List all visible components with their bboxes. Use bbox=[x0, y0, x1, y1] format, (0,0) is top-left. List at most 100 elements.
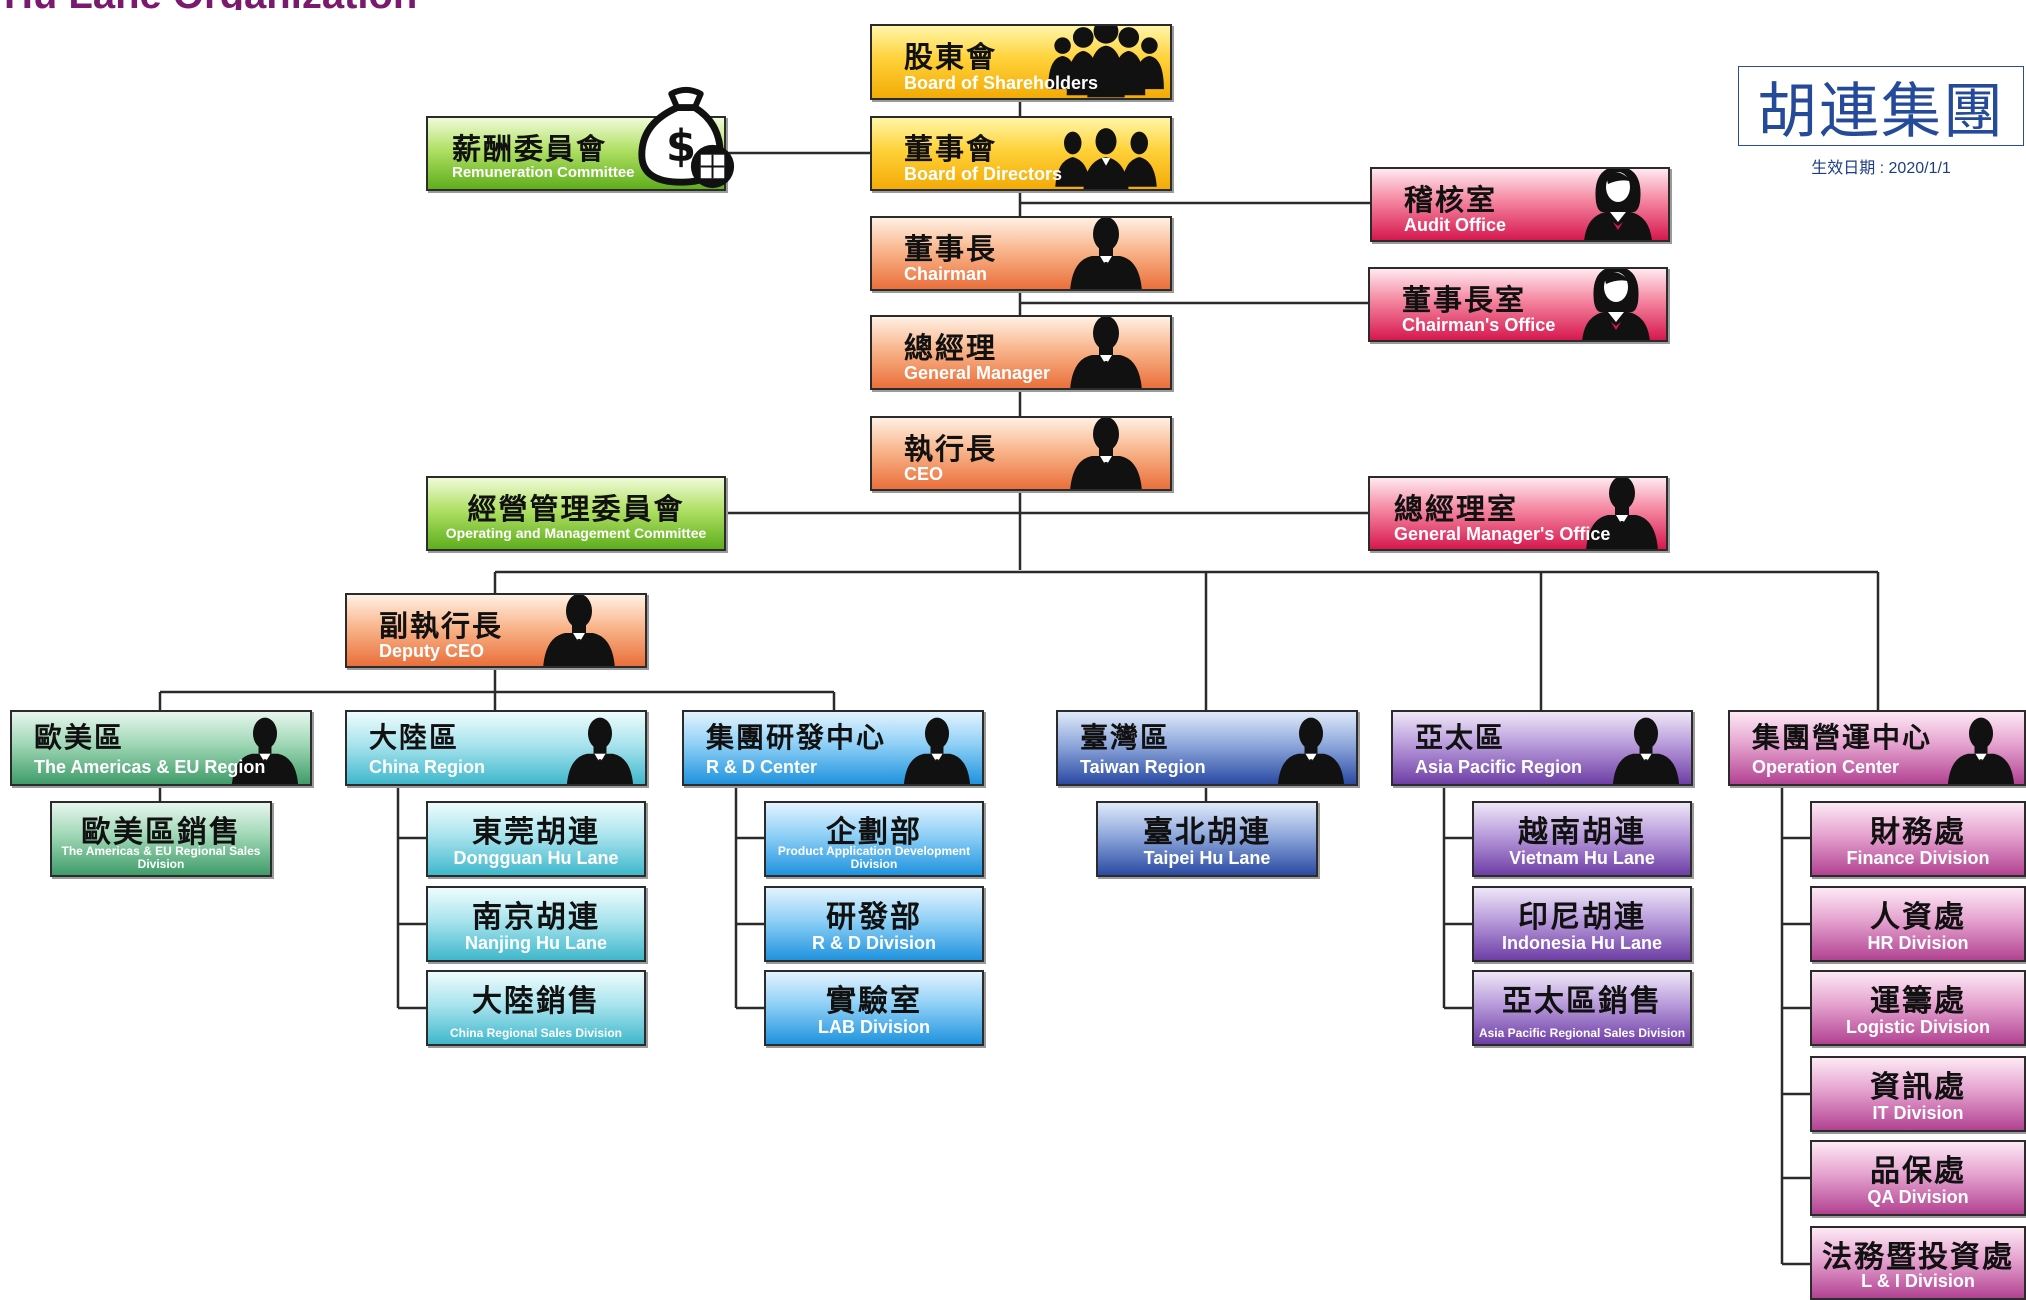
node-lab-division: 實驗室 LAB Division bbox=[764, 970, 984, 1046]
node-nanjing-hu-lane: 南京胡連 Nanjing Hu Lane bbox=[426, 886, 646, 962]
node-rd-division: 研發部 R & D Division bbox=[764, 886, 984, 962]
node-asia-pacific-region: 亞太區 Asia Pacific Region bbox=[1391, 710, 1693, 786]
node-zh-label: 副執行長 bbox=[379, 609, 504, 643]
node-vietnam-hu-lane: 越南胡連 Vietnam Hu Lane bbox=[1472, 801, 1692, 877]
node-hr-division: 人資處 HR Division bbox=[1810, 886, 2026, 962]
node-zh-label: 總經理室 bbox=[1394, 492, 1519, 526]
node-zh-label: 股東會 bbox=[904, 40, 998, 74]
node-ceo: 執行長 CEO bbox=[870, 416, 1172, 491]
node-en-label: Remuneration Committee bbox=[452, 164, 635, 181]
node-en-label: HR Division bbox=[1867, 933, 1969, 953]
node-chairman: 董事長 Chairman bbox=[870, 216, 1172, 291]
node-zh-label: 實驗室 bbox=[826, 984, 922, 1019]
node-zh-label: 臺北胡連 bbox=[1143, 815, 1271, 850]
node-logistic-division: 運籌處 Logistic Division bbox=[1810, 970, 2026, 1046]
node-zh-label: 亞太區 bbox=[1415, 721, 1506, 754]
node-rd-center: 集團研發中心 R & D Center bbox=[682, 710, 984, 786]
node-en-label: Operation Center bbox=[1752, 757, 1900, 777]
node-en-label: Taipei Hu Lane bbox=[1143, 848, 1271, 868]
node-zh-label: 印尼胡連 bbox=[1518, 900, 1646, 935]
node-en-label: L & I Division bbox=[1861, 1271, 1975, 1291]
node-asia-pacific-sales: 亞太區銷售 Asia Pacific Regional Sales Divisi… bbox=[1472, 970, 1692, 1046]
page-title: Hu Lane Organization bbox=[4, 0, 417, 10]
node-en-label: Vietnam Hu Lane bbox=[1509, 848, 1655, 868]
businessman-silhouette-icon bbox=[1274, 712, 1348, 786]
node-en-label: Finance Division bbox=[1846, 848, 1990, 868]
node-en-label: Chairman's Office bbox=[1402, 315, 1556, 335]
node-en-label: General Manager's Office bbox=[1394, 524, 1611, 544]
node-china-regional-sales: 大陸銷售 China Regional Sales Division bbox=[426, 970, 646, 1046]
node-zh-label: 大陸區 bbox=[369, 721, 460, 754]
node-en-label: CEO bbox=[904, 464, 944, 484]
node-operating-management-committee: 經營管理委員會 Operating and Management Committ… bbox=[426, 476, 726, 551]
node-en-label: Operating and Management Committee bbox=[445, 525, 707, 541]
node-en-label: Taiwan Region bbox=[1080, 757, 1206, 777]
node-zh-label: 歐美區銷售 bbox=[81, 815, 241, 850]
businessman-silhouette-icon bbox=[1066, 416, 1146, 491]
node-en-label: Logistic Division bbox=[1845, 1017, 1991, 1037]
node-it-division: 資訊處 IT Division bbox=[1810, 1056, 2026, 1132]
node-en-label: Board of Shareholders bbox=[904, 73, 1099, 93]
node-zh-label: 企劃部 bbox=[826, 815, 922, 850]
node-zh-label: 南京胡連 bbox=[472, 900, 600, 935]
node-legal-investment-division: 法務暨投資處 L & I Division bbox=[1810, 1226, 2026, 1300]
businessman-silhouette-icon bbox=[539, 593, 619, 668]
node-en-label: Asia Pacific Region bbox=[1415, 757, 1583, 777]
node-zh-label: 集團研發中心 bbox=[706, 721, 887, 754]
businessman-silhouette-icon bbox=[563, 712, 637, 786]
node-zh-label: 研發部 bbox=[826, 900, 922, 935]
node-deputy-ceo: 副執行長 Deputy CEO bbox=[345, 593, 647, 668]
node-qa-division: 品保處 QA Division bbox=[1810, 1140, 2026, 1216]
node-zh-label: 財務處 bbox=[1870, 815, 1966, 850]
money-bag-calculator-icon bbox=[632, 84, 740, 192]
businessman-silhouette-icon bbox=[1609, 712, 1683, 786]
node-indonesia-hu-lane: 印尼胡連 Indonesia Hu Lane bbox=[1472, 886, 1692, 962]
node-china-region: 大陸區 China Region bbox=[345, 710, 647, 786]
businessman-silhouette-icon bbox=[1944, 712, 2018, 786]
node-finance-division: 財務處 Finance Division bbox=[1810, 801, 2026, 877]
node-en-label: R & D Division bbox=[811, 933, 936, 953]
node-zh-label: 經營管理委員會 bbox=[467, 492, 685, 526]
company-logo: 胡連集團 bbox=[1738, 66, 2024, 147]
node-en-label: Indonesia Hu Lane bbox=[1501, 933, 1663, 953]
node-zh-label: 越南胡連 bbox=[1518, 815, 1646, 850]
node-zh-label: 臺灣區 bbox=[1080, 721, 1171, 754]
node-board-of-shareholders: 股東會 Board of Shareholders bbox=[870, 24, 1172, 100]
node-zh-label: 法務暨投資處 bbox=[1822, 1240, 2014, 1275]
node-taipei-hu-lane: 臺北胡連 Taipei Hu Lane bbox=[1096, 801, 1318, 877]
node-en-label: The Americas & EU Regional Sales Divisio… bbox=[61, 844, 261, 871]
node-zh-label: 東莞胡連 bbox=[472, 815, 600, 850]
node-product-application-division: 企劃部 Product Application Development Divi… bbox=[764, 801, 984, 877]
node-audit-office: 稽核室 Audit Office bbox=[1370, 167, 1670, 242]
node-en-label: Audit Office bbox=[1404, 215, 1506, 235]
node-en-label: Dongguan Hu Lane bbox=[453, 848, 619, 868]
node-zh-label: 董事長 bbox=[904, 232, 998, 266]
node-en-label: Chairman bbox=[904, 264, 988, 284]
node-zh-label: 品保處 bbox=[1870, 1154, 1966, 1189]
node-dongguan-hu-lane: 東莞胡連 Dongguan Hu Lane bbox=[426, 801, 646, 877]
node-zh-label: 運籌處 bbox=[1870, 984, 1966, 1019]
businessman-silhouette-icon bbox=[900, 712, 974, 786]
businessman-silhouette-icon bbox=[1066, 216, 1146, 291]
node-americas-eu-region: 歐美區 The Americas & EU Region bbox=[10, 710, 312, 786]
node-zh-label: 亞太區銷售 bbox=[1502, 984, 1662, 1019]
node-en-label: China Regional Sales Division bbox=[449, 1026, 623, 1040]
node-zh-label: 薪酬委員會 bbox=[452, 132, 608, 166]
node-en-label: China Region bbox=[369, 757, 485, 777]
node-zh-label: 集團營運中心 bbox=[1752, 721, 1933, 754]
node-zh-label: 總經理 bbox=[904, 331, 998, 365]
node-taiwan-region: 臺灣區 Taiwan Region bbox=[1056, 710, 1358, 786]
node-zh-label: 董事會 bbox=[904, 132, 998, 166]
effective-date: 生效日期 : 2020/1/1 bbox=[1811, 160, 1951, 177]
node-en-label: Board of Directors bbox=[904, 164, 1063, 184]
node-en-label: R & D Center bbox=[706, 757, 818, 777]
board-members-icon bbox=[1046, 122, 1166, 191]
node-zh-label: 董事長室 bbox=[1402, 283, 1527, 317]
node-en-label: General Manager bbox=[904, 363, 1051, 383]
node-en-label: LAB Division bbox=[817, 1017, 930, 1037]
node-zh-label: 大陸銷售 bbox=[472, 984, 600, 1019]
node-en-label: IT Division bbox=[1872, 1103, 1964, 1123]
node-en-label: The Americas & EU Region bbox=[34, 757, 266, 777]
node-en-label: Nanjing Hu Lane bbox=[464, 933, 607, 953]
